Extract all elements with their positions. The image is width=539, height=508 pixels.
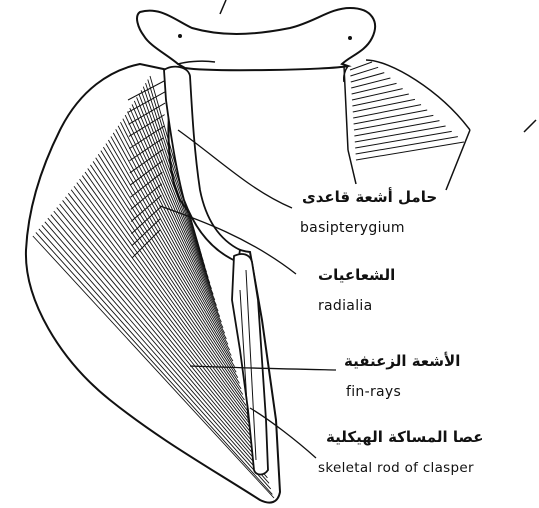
label-clasper-english: skeletal rod of clasper (318, 460, 474, 476)
label-radialia-arabic: الشعاعيات (318, 266, 395, 284)
right-fin-ray-stroke (352, 89, 403, 100)
label-basipterygium-arabic: حامل أشعة قاعدى (302, 188, 437, 206)
right-fin-ray-stroke (354, 115, 433, 130)
label-radialia-english: radialia (318, 298, 372, 314)
right-fin-ray-stroke (353, 105, 421, 118)
right-fin-ray-stroke (354, 110, 428, 124)
right-fin-ray-stroke (354, 121, 439, 136)
right-fin-ray-stroke (352, 83, 397, 94)
right-fin-ray-stroke (352, 94, 408, 106)
right-fin-outline (344, 60, 470, 190)
right-fin-ray-stroke (350, 62, 372, 70)
label-fin-rays-arabic: الأشعة الزعنفية (344, 352, 460, 370)
label-basipterygium-english: basipterygium (300, 220, 405, 236)
right-fin-ray-stroke (353, 99, 415, 112)
right-fin-ray-stroke (355, 126, 446, 142)
pelvic-girdle (137, 8, 375, 70)
label-fin-rays-english: fin-rays (346, 384, 401, 400)
label-clasper-arabic: عصا المساكة الهيكلية (326, 428, 484, 446)
